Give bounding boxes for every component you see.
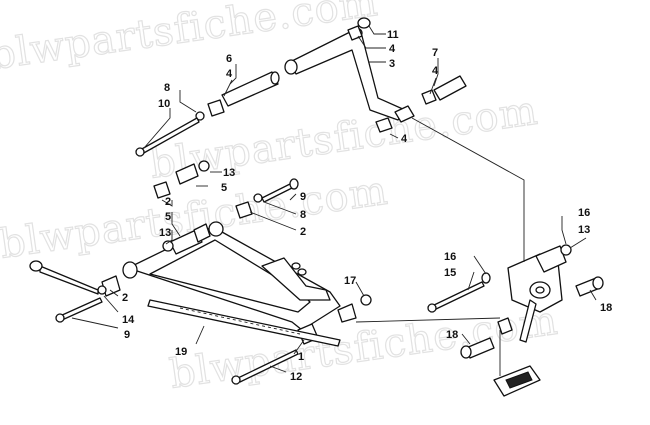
bolt-15 bbox=[427, 281, 485, 313]
lower-bushing-13 bbox=[193, 223, 211, 243]
callout-8-upper: 8 bbox=[164, 82, 170, 94]
spindle-knuckle-hole bbox=[535, 286, 545, 294]
lower-bushing-2b bbox=[153, 181, 171, 199]
upper-bushing-4c bbox=[421, 89, 437, 105]
nut-13a bbox=[198, 160, 210, 172]
watermark: blwpartsfiche.com blwpartsfiche.com blwp… bbox=[0, 0, 562, 398]
callout-2-a: 2 bbox=[165, 196, 171, 208]
link-rod bbox=[29, 260, 99, 295]
callout-15: 15 bbox=[444, 267, 456, 279]
callout-13-b: 13 bbox=[159, 227, 171, 239]
callout-1: 1 bbox=[298, 351, 304, 363]
bolt-9-left bbox=[55, 297, 103, 323]
callout-17: 17 bbox=[344, 275, 356, 287]
callout-2-b: 2 bbox=[300, 226, 306, 238]
bolt-18-right bbox=[575, 276, 604, 297]
bolt-10 bbox=[135, 117, 200, 157]
callout-14: 14 bbox=[122, 314, 135, 326]
watermark-text-1: blwpartsfiche.com bbox=[0, 0, 381, 79]
bolt-18-lower bbox=[460, 337, 495, 359]
callout-5-b: 5 bbox=[165, 211, 171, 223]
upper-sleeve-7 bbox=[433, 75, 467, 101]
callout-7: 7 bbox=[432, 47, 438, 59]
upper-bushing-11 bbox=[357, 17, 371, 29]
callout-9-upper: 9 bbox=[300, 191, 306, 203]
upper-sleeve-6 bbox=[221, 71, 280, 107]
caliper bbox=[493, 365, 541, 397]
callout-18-lower: 18 bbox=[446, 329, 458, 341]
callout-18-right: 18 bbox=[600, 302, 612, 314]
lower-sleeve-5b bbox=[169, 229, 203, 255]
upper-bushing-4b bbox=[207, 99, 225, 117]
lower-a-arm-ball-joint-boss bbox=[337, 303, 357, 323]
callout-19: 19 bbox=[175, 346, 187, 358]
callout-labels: 11 4 3 6 4 7 4 8 10 4 13 5 2 5 13 9 8 2 … bbox=[122, 29, 612, 383]
callout-4-upper-a: 4 bbox=[389, 43, 396, 55]
bolt-12 bbox=[231, 349, 299, 385]
lock-washer-17 bbox=[360, 294, 372, 306]
callout-5-a: 5 bbox=[221, 182, 227, 194]
upper-a-arm-body bbox=[289, 31, 406, 121]
clip-hardware bbox=[291, 262, 307, 276]
guide-line-lower-to-spindle bbox=[355, 317, 501, 323]
nut-13c bbox=[560, 244, 572, 256]
lower-a-arm-rear-bushing bbox=[208, 221, 224, 237]
callout-10: 10 bbox=[158, 98, 170, 110]
callout-4-upper-b: 4 bbox=[226, 68, 233, 80]
callout-4-upper-d: 4 bbox=[401, 133, 408, 145]
lower-a-arm bbox=[122, 221, 357, 331]
lower-bushing-2c bbox=[235, 201, 253, 219]
washer-16a bbox=[481, 272, 491, 284]
assembly-guide-lines bbox=[355, 117, 525, 376]
washer-8-upper bbox=[195, 111, 205, 121]
callout-16-a: 16 bbox=[444, 251, 456, 263]
lower-a-arm-front-bushing bbox=[122, 261, 138, 279]
upper-bushing-4d bbox=[375, 117, 393, 133]
leader-lines bbox=[71, 25, 597, 373]
washer-8-lower bbox=[253, 193, 263, 203]
lower-sleeve-5a bbox=[175, 163, 199, 185]
skid-plate-19 bbox=[147, 299, 341, 347]
callout-6: 6 bbox=[226, 53, 232, 65]
callout-16-b: 16 bbox=[578, 207, 590, 219]
upper-a-arm-rear-bushing bbox=[394, 105, 415, 123]
bushing-left-of-spindle bbox=[497, 317, 513, 335]
spindle-assembly bbox=[507, 245, 567, 343]
guide-line-upper-to-spindle bbox=[411, 117, 525, 262]
lower-a-arm-shock-mount bbox=[261, 257, 331, 301]
callout-11: 11 bbox=[387, 29, 399, 41]
callout-13-a: 13 bbox=[223, 167, 235, 179]
washer-14 bbox=[97, 285, 107, 295]
spindle-upper-boss bbox=[535, 245, 567, 273]
callout-3: 3 bbox=[389, 58, 395, 70]
callout-2-c: 2 bbox=[122, 292, 128, 304]
callout-8-lower: 8 bbox=[300, 209, 306, 221]
spindle-arm bbox=[519, 299, 537, 343]
nut-13b bbox=[162, 240, 174, 252]
callout-9-lower: 9 bbox=[124, 329, 130, 341]
callout-4-upper-c: 4 bbox=[432, 65, 439, 77]
upper-a-arm-front-bushing bbox=[284, 59, 298, 75]
callout-12: 12 bbox=[290, 371, 302, 383]
bolt-9-upper-lower-arm bbox=[261, 178, 299, 203]
callout-13-c: 13 bbox=[578, 224, 590, 236]
